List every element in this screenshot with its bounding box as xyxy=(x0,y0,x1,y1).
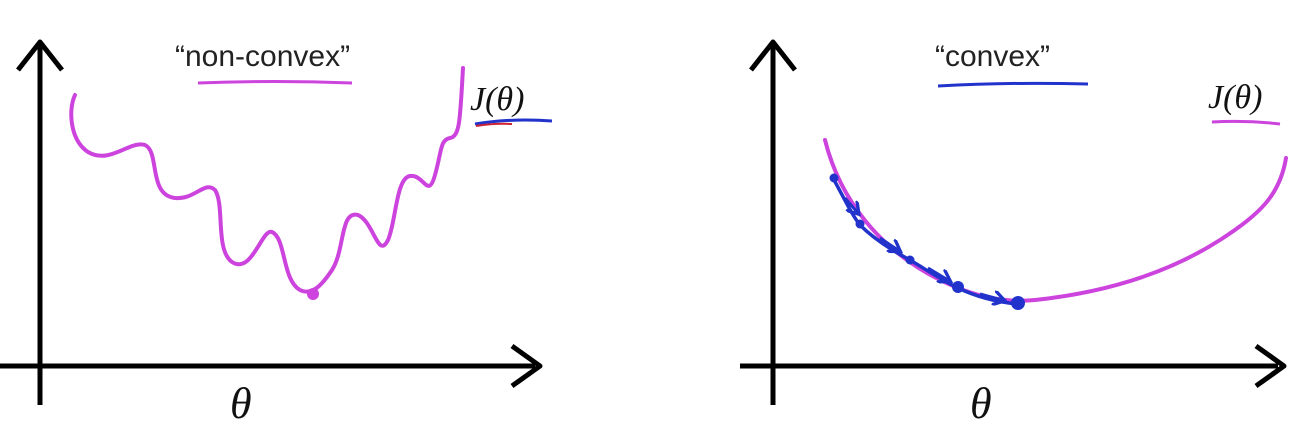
descent-step-dot-4 xyxy=(952,281,964,293)
left-y-label-underline-red xyxy=(475,122,513,127)
left-y-label: J(θ) xyxy=(470,81,524,118)
gradient-descent-path xyxy=(831,176,1020,306)
local-minimum-dot xyxy=(307,288,319,300)
right-title-underline xyxy=(937,81,1089,88)
non-convex-curve xyxy=(69,66,465,294)
right-x-axis-arrowhead xyxy=(1254,343,1287,389)
descent-step-dot-3 xyxy=(905,255,915,265)
right-title: “convex” xyxy=(935,40,1050,73)
descent-arrow-3 xyxy=(927,266,948,280)
left-x-axis-arrowhead xyxy=(510,343,543,389)
left-y-axis-arrowhead xyxy=(16,39,64,72)
left-x-label: θ xyxy=(230,379,252,428)
descent-arrow-2 xyxy=(879,236,898,250)
right-y-label-underline xyxy=(1211,119,1281,126)
left-y-label-underline xyxy=(474,118,553,126)
descent-arrow-4 xyxy=(979,294,1002,300)
descent-minimum-dot xyxy=(1011,296,1025,310)
descent-step-dot-1 xyxy=(829,173,839,183)
left-panel-non-convex: “non-convex” J(θ) θ xyxy=(0,39,553,428)
left-title: “non-convex” xyxy=(175,40,350,73)
descent-arrow-1 xyxy=(843,197,857,212)
right-y-axis-arrowhead xyxy=(749,39,797,72)
convex-curve xyxy=(823,138,1288,303)
right-x-label: θ xyxy=(970,379,992,428)
right-panel-convex: “convex” J(θ) θ xyxy=(740,39,1288,428)
left-title-underline xyxy=(197,80,353,85)
descent-step-dot-2 xyxy=(855,219,865,229)
right-y-label: J(θ) xyxy=(1208,79,1262,116)
